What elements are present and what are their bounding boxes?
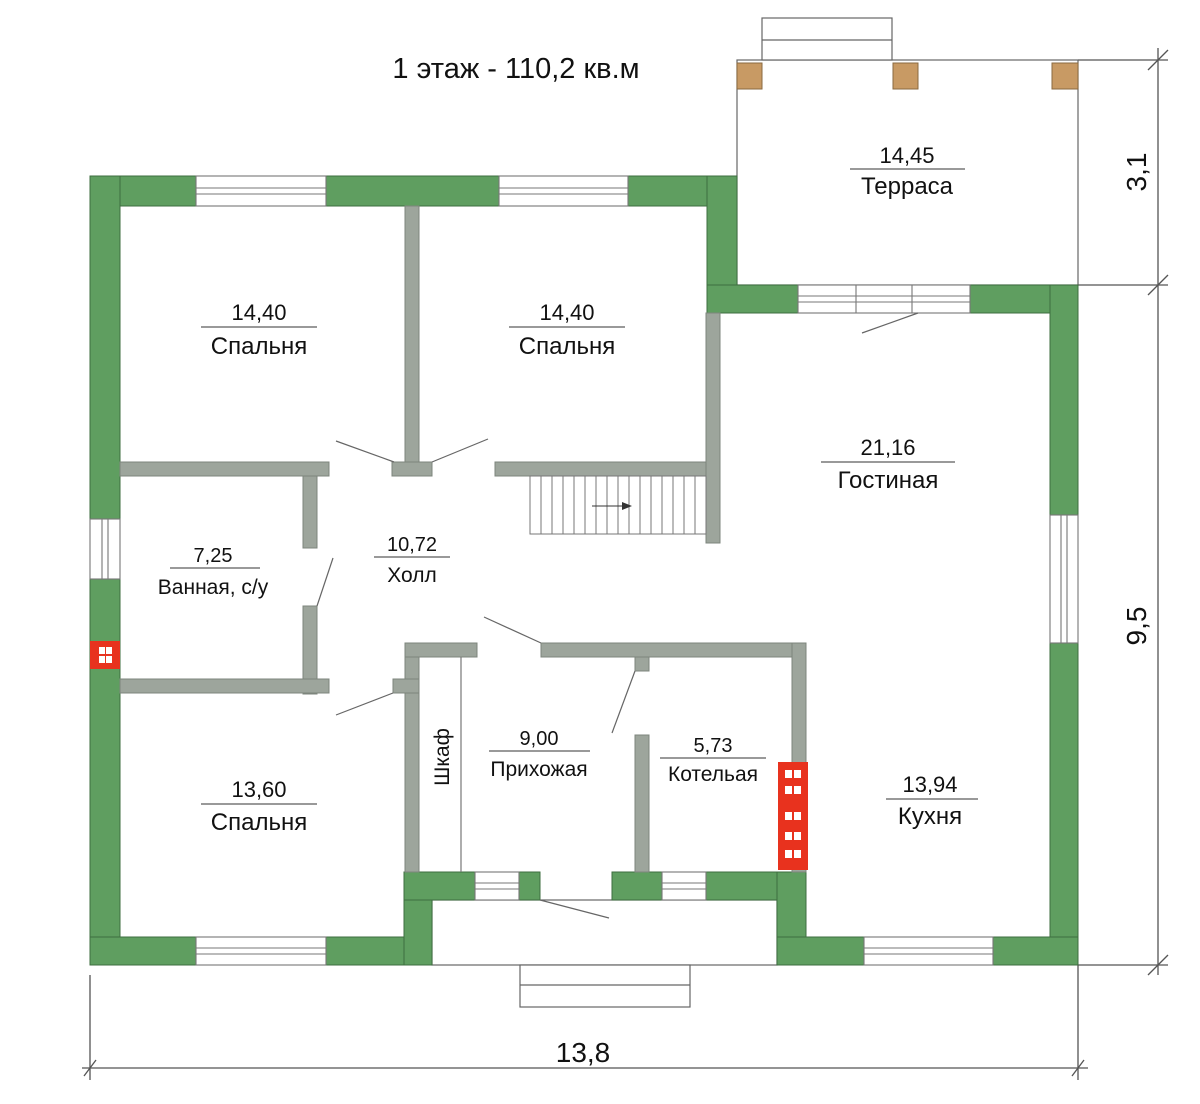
terrace-structure (736, 17, 1079, 286)
brick-pillar-1 (736, 62, 763, 90)
svg-text:Прихожая: Прихожая (490, 758, 587, 781)
dimension-lines (82, 48, 1169, 1080)
brick-pillar-3 (1051, 62, 1079, 90)
svg-text:Кухня: Кухня (898, 803, 962, 830)
svg-text:10,72: 10,72 (387, 534, 437, 556)
svg-text:13,60: 13,60 (231, 777, 286, 802)
dimension-depth-terrace: 3,1 (1121, 153, 1152, 192)
dimension-depth-main: 9,5 (1121, 607, 1152, 646)
svg-text:Спальня: Спальня (519, 333, 615, 360)
room-entrance-hall: 9,00 Прихожая (489, 728, 590, 781)
window-top-left (195, 175, 327, 207)
window-entrance (474, 871, 520, 901)
room-bedroom-1: 14,40 Спальня (201, 300, 317, 360)
room-hall: 10,72 Холл (374, 534, 450, 587)
svg-text:Гостиная: Гостиная (838, 467, 939, 494)
window-terrace-door (797, 284, 971, 314)
svg-text:Терраса: Терраса (861, 173, 954, 200)
svg-text:Спальня: Спальня (211, 809, 307, 836)
window-bottom-left (195, 936, 327, 966)
plan-title: 1 этаж - 110,2 кв.м (392, 53, 639, 85)
chimney-left (90, 641, 120, 669)
svg-text:13,94: 13,94 (902, 772, 957, 797)
closet-label: Шкаф (431, 728, 454, 786)
svg-text:Холл: Холл (387, 564, 437, 587)
svg-text:14,40: 14,40 (539, 300, 594, 325)
room-bedroom-2: 14,40 Спальня (509, 300, 625, 360)
brick-pillar-2 (892, 62, 919, 90)
room-bedroom-3: 13,60 Спальня (201, 777, 317, 836)
svg-text:9,00: 9,00 (520, 728, 559, 750)
exterior-walls (89, 175, 1079, 966)
room-living-room: 21,16 Гостиная (821, 435, 955, 494)
stairs (529, 475, 707, 535)
room-kitchen: 13,94 Кухня (886, 772, 978, 830)
window-bottom-right (863, 936, 994, 966)
windows (89, 175, 1079, 966)
dimension-width: 13,8 (556, 1037, 611, 1068)
svg-text:Спальня: Спальня (211, 333, 307, 360)
room-boiler-room: 5,73 Котельая (660, 735, 766, 786)
entrance-porch (431, 899, 778, 1008)
door-swings (316, 312, 919, 919)
svg-text:14,40: 14,40 (231, 300, 286, 325)
svg-text:7,25: 7,25 (194, 545, 233, 567)
window-left (89, 518, 121, 580)
interior-walls (119, 205, 807, 873)
room-terrace: 14,45 Терраса (850, 143, 965, 200)
svg-text:Ванная, с/у: Ванная, с/у (158, 576, 269, 599)
svg-text:Котельая: Котельая (668, 763, 758, 786)
svg-text:5,73: 5,73 (694, 735, 733, 757)
svg-text:14,45: 14,45 (879, 143, 934, 168)
svg-text:21,16: 21,16 (860, 435, 915, 460)
window-right (1049, 514, 1079, 644)
room-bathroom: 7,25 Ванная, с/у (158, 545, 269, 599)
window-boiler (661, 871, 707, 901)
window-top-middle (498, 175, 629, 207)
chimney-boiler (778, 762, 808, 870)
